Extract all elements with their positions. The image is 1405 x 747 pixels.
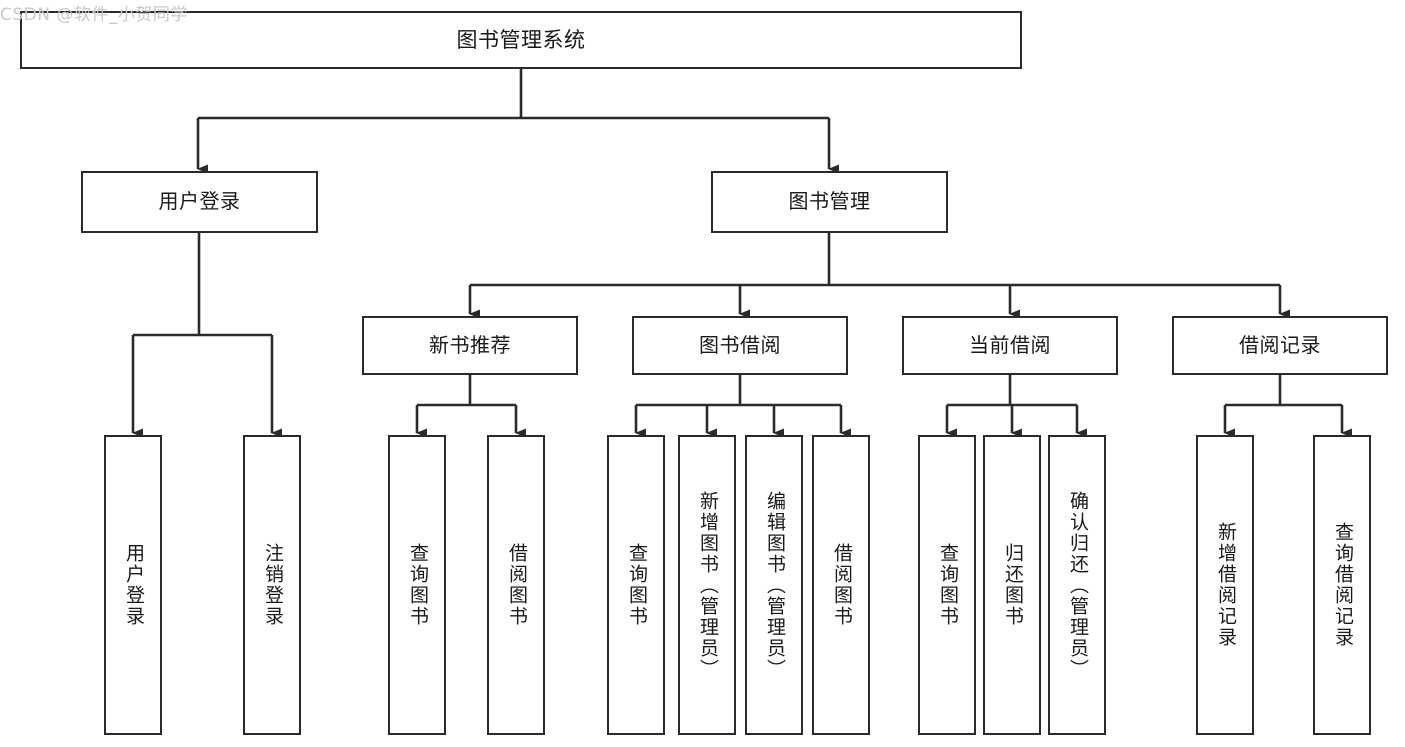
tree-node-l2-1[interactable]: 图书借阅: [632, 316, 848, 375]
tree-node-l1-0[interactable]: 用户登录: [81, 171, 318, 233]
tree-node-label: 当前借阅: [969, 332, 1051, 357]
tree-node-l3-12[interactable]: 查询借阅记录: [1313, 435, 1371, 735]
tree-node-label: 编辑图书（管理员）: [763, 490, 786, 680]
tree-node-l3-2[interactable]: 查询图书: [388, 435, 446, 735]
tree-node-label: 新书推荐: [429, 332, 511, 357]
tree-node-l2-2[interactable]: 当前借阅: [902, 316, 1118, 375]
tree-node-label: 查询借阅记录: [1331, 522, 1354, 648]
tree-node-l3-10[interactable]: 确认归还（管理员）: [1048, 435, 1106, 735]
tree-node-l3-5[interactable]: 新增图书（管理员）: [678, 435, 736, 735]
tree-node-label: 注销登录: [261, 543, 284, 627]
tree-node-l3-8[interactable]: 查询图书: [918, 435, 976, 735]
tree-node-label: 图书管理系统: [456, 27, 586, 52]
tree-edges: [131, 69, 1352, 438]
tree-node-label: 借阅记录: [1239, 332, 1321, 357]
tree-node-label: 用户登录: [122, 543, 145, 627]
tree-node-label: 新增图书（管理员）: [696, 490, 719, 680]
tree-node-l1-1[interactable]: 图书管理: [711, 171, 948, 233]
tree-node-label: 查询图书: [625, 543, 648, 627]
tree-node-label: 查询图书: [406, 543, 429, 627]
tree-node-label: 图书借阅: [699, 332, 781, 357]
tree-node-l3-4[interactable]: 查询图书: [607, 435, 665, 735]
tree-node-l2-0[interactable]: 新书推荐: [362, 316, 578, 375]
tree-node-label: 用户登录: [158, 189, 241, 214]
tree-node-label: 借阅图书: [505, 543, 528, 627]
tree-node-l3-11[interactable]: 新增借阅记录: [1196, 435, 1254, 735]
tree-node-l3-6[interactable]: 编辑图书（管理员）: [745, 435, 803, 735]
tree-node-label: 借阅图书: [830, 543, 853, 627]
tree-node-l3-7[interactable]: 借阅图书: [812, 435, 870, 735]
tree-node-label: 归还图书: [1001, 543, 1024, 627]
tree-node-label: 图书管理: [788, 189, 871, 214]
tree-node-label: 确认归还（管理员）: [1066, 490, 1089, 680]
tree-node-l2-3[interactable]: 借阅记录: [1172, 316, 1388, 375]
tree-node-l3-9[interactable]: 归还图书: [983, 435, 1041, 735]
csdn-watermark: CSDN @软件_小贺同学: [0, 5, 188, 25]
tree-node-l3-1[interactable]: 注销登录: [243, 435, 301, 735]
tree-node-l3-3[interactable]: 借阅图书: [487, 435, 545, 735]
tree-node-label: 查询图书: [936, 543, 959, 627]
tree-node-label: 新增借阅记录: [1214, 522, 1237, 648]
tree-node-l3-0[interactable]: 用户登录: [104, 435, 162, 735]
tree-node-root[interactable]: 图书管理系统: [20, 11, 1022, 69]
